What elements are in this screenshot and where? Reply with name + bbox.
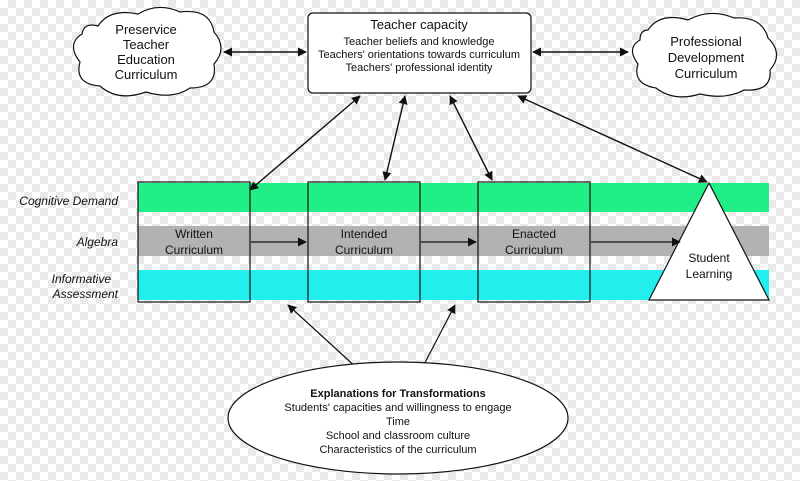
explanations-ellipse	[227, 361, 569, 475]
preservice-cloud: Preservice Teacher Education Curriculum	[72, 6, 222, 97]
student-learning-line2: Learning	[686, 267, 733, 281]
pd-line-2: Development	[668, 50, 745, 65]
row-label-informative: Informative	[52, 272, 112, 286]
pd-line-3: Curriculum	[675, 66, 738, 81]
intended-curriculum-box	[307, 181, 421, 303]
written-curriculum-box	[137, 181, 251, 303]
explanations-line-2: Time	[386, 416, 410, 428]
teacher-written-arrow	[249, 95, 361, 191]
teacher-enacted-arrow	[449, 95, 493, 181]
intended-label-line1: Intended	[341, 227, 388, 241]
row-label-cognitive-demand: Cognitive Demand	[19, 194, 118, 208]
teacher-capacity-line-2: Teachers' orientations towards curriculu…	[318, 49, 520, 61]
student-learning-line1: Student	[688, 251, 730, 265]
preservice-line-2: Teacher	[123, 37, 170, 52]
algebra-band	[138, 226, 769, 256]
teacher-capacity-box	[307, 12, 532, 94]
preservice-line-3: Education	[117, 52, 175, 67]
pd-line-1: Professional	[670, 34, 742, 49]
preservice-line-1: Preservice	[115, 22, 176, 37]
professional-development-cloud: Professional Development Curriculum	[631, 12, 778, 98]
explanations-line-3: School and classroom culture	[326, 430, 470, 442]
row-label-algebra: Algebra	[76, 235, 119, 249]
teacher-intended-arrow	[382, 95, 408, 181]
enacted-label-line2: Curriculum	[505, 243, 563, 257]
cognitive-demand-band	[138, 183, 769, 212]
written-label-line2: Curriculum	[165, 243, 223, 257]
explanations-line-1: Students' capacities and willingness to …	[284, 402, 511, 414]
enacted-label-line1: Enacted	[512, 227, 556, 241]
teacher-student-arrow	[517, 95, 708, 183]
preservice-line-4: Curriculum	[115, 67, 178, 82]
teacher-capacity-line-3: Teachers' professional identity	[345, 62, 493, 74]
row-label-assessment: Assessment	[52, 287, 119, 301]
explanations-line-4: Characteristics of the curriculum	[319, 444, 476, 456]
written-label-line1: Written	[175, 227, 213, 241]
explanations-title: Explanations for Transformations	[310, 388, 485, 400]
teacher-capacity-line-1: Teacher beliefs and knowledge	[343, 36, 494, 48]
teacher-capacity-title: Teacher capacity	[370, 17, 468, 32]
intended-label-line2: Curriculum	[335, 243, 393, 257]
